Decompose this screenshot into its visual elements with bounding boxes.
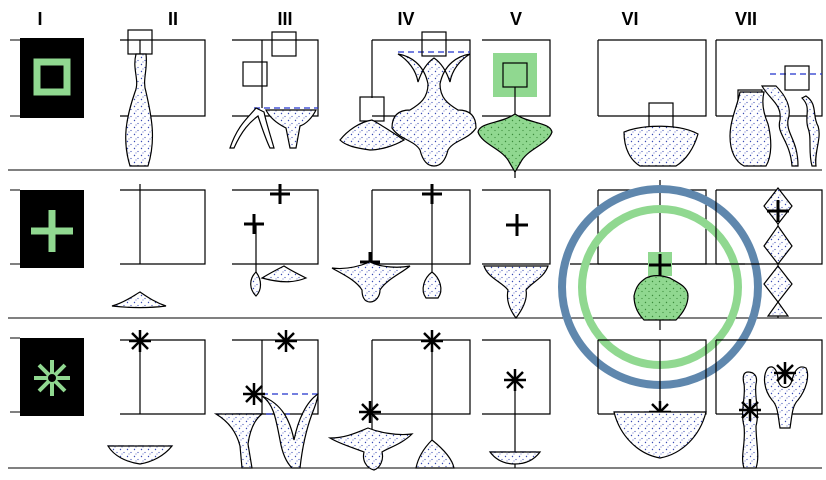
cell-row3-IV [327, 330, 471, 471]
column-headers: I II III IV V VI VII [37, 9, 757, 29]
icon-background [20, 38, 84, 118]
cell-row2-II [111, 184, 206, 309]
row-3-marker-panel [10, 337, 84, 416]
specimen-shape [327, 427, 414, 471]
specimen-shape [800, 95, 820, 167]
specimen-shape [488, 451, 542, 465]
specimen-shape [260, 265, 308, 283]
plus-marker-icon [31, 210, 73, 252]
asterisk-marker-icon [34, 360, 70, 396]
square-marker [784, 65, 810, 91]
cell-row2-IV [331, 184, 471, 303]
row-3-cells [106, 330, 823, 471]
cell-row1-III [229, 31, 319, 149]
row-1-cells [120, 29, 823, 178]
cell-row1-VI [597, 39, 707, 167]
specimen-shape [331, 261, 411, 303]
asterisk-marker [359, 330, 443, 423]
cell-row1-VII [715, 39, 823, 167]
column-header-II: II [168, 9, 178, 29]
plus-marker [244, 184, 290, 234]
cell-row3-III [213, 330, 319, 469]
column-header-I: I [37, 9, 42, 29]
square-marker [648, 102, 674, 128]
cell-row2-VII [715, 187, 823, 318]
cell-row1-V [477, 39, 553, 178]
column-header-V: V [510, 9, 522, 29]
asterisk-marker [774, 362, 796, 384]
cell-row2-III [232, 184, 319, 297]
specimen-shape [106, 445, 174, 465]
specimen-shape [111, 291, 167, 309]
row-1-marker-panel [10, 38, 84, 118]
cell-row3-VII [715, 339, 823, 469]
square-marker-icon [33, 58, 71, 96]
specimen-shape [125, 53, 154, 167]
cell-row1-IV [339, 31, 477, 167]
asterisk-marker [243, 330, 297, 405]
plus-marker [649, 254, 671, 276]
square-marker [359, 96, 385, 122]
specimen-shape [229, 107, 275, 149]
cell-row1-II [120, 29, 206, 167]
specimen-shape [265, 109, 317, 149]
column-header-VII: VII [735, 9, 757, 29]
specimen-shape [422, 271, 442, 299]
asterisk-marker [739, 399, 761, 421]
square-marker [242, 61, 268, 87]
plus-marker [506, 214, 528, 236]
specimen-shape [763, 366, 809, 429]
specimen-shape [261, 392, 319, 469]
cell-row3-II [106, 330, 206, 465]
specimen-shape [613, 411, 707, 459]
column-header-VI: VI [621, 9, 638, 29]
specimen-shape-highlighted [633, 275, 689, 321]
specimen-shape [760, 85, 799, 167]
square-marker [271, 31, 297, 57]
column-header-IV: IV [397, 9, 414, 29]
specimen-shape [250, 271, 262, 297]
square-marker [421, 31, 447, 57]
specimen-shape [391, 53, 477, 167]
specimen-shape [729, 91, 772, 167]
specimen-shape [483, 265, 549, 320]
plus-marker [767, 200, 789, 222]
column-header-III: III [277, 9, 292, 29]
specimen-shape [415, 439, 455, 469]
specimen-shape [213, 413, 264, 469]
specimen-shape-highlighted [477, 113, 553, 174]
cell-row3-VI [597, 339, 707, 459]
cell-row3-V [482, 339, 551, 468]
asterisk-marker [504, 369, 526, 391]
specimen-shape [339, 119, 406, 151]
row-2-marker-panel [10, 189, 84, 268]
cell-row2-V [482, 189, 551, 320]
specimen-shape [623, 125, 699, 167]
row-separators [8, 169, 822, 469]
specimen-shape [763, 187, 793, 317]
asterisk-marker [129, 330, 151, 352]
